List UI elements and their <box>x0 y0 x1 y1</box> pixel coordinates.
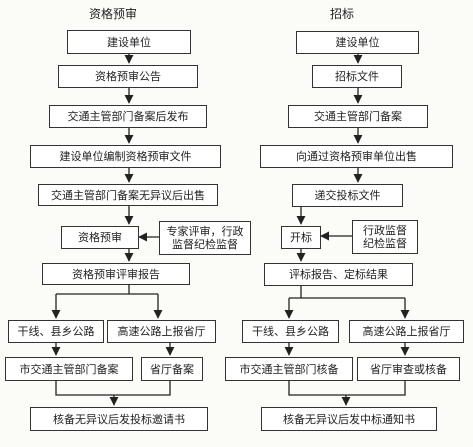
left-node-prequalification: 资格预审 <box>61 226 139 249</box>
left-merge-9-10 <box>55 381 171 400</box>
right-node-traffic-filing: 交通主管部门备案 <box>288 105 428 128</box>
left-node-prequal-notice: 资格预审公告 <box>58 65 198 88</box>
left-node-sell-docs: 交通主管部门备案无异议后出售 <box>38 184 218 206</box>
left-node-city-filing: 市交通主管部门备案 <box>5 357 133 381</box>
right-node-city-check: 市交通主管部门核备 <box>225 357 353 381</box>
right-node-award-notice: 核备无异议后发中标通知书 <box>261 407 437 431</box>
right-node-bid-opening: 开标 <box>281 226 321 249</box>
left-node-invitation: 核备无异议后发投标邀请书 <box>30 407 208 431</box>
right-node-eval-report: 评标报告、定标结果 <box>264 263 413 286</box>
left-node-expressway-report: 高速公路上报省厅 <box>107 320 216 343</box>
right-node-construction-unit: 建设单位 <box>296 31 419 54</box>
right-node-expressway-report: 高速公路上报省厅 <box>349 320 464 343</box>
right-node-submit-bids: 递交投标文件 <box>292 184 403 207</box>
left-node-trunk-county-road: 干线、县乡公路 <box>8 320 104 343</box>
right-split-7-8 <box>288 286 406 317</box>
right-merge-9-10 <box>288 381 406 400</box>
right-node-province-review: 省厅审查或核备 <box>357 357 460 381</box>
left-node-filed-published: 交通主管部门备案后发布 <box>49 105 207 128</box>
left-node-expert-review: 专家评审，行政 监督纪检监督 <box>159 221 251 255</box>
left-node-construction-unit: 建设单位 <box>67 30 191 54</box>
right-node-supervision: 行政监督 纪检监督 <box>352 220 418 254</box>
left-column-title: 资格预审 <box>89 7 138 21</box>
right-node-trunk-county-road: 干线、县乡公路 <box>242 320 339 343</box>
left-node-review-report: 资格预审评审报告 <box>42 263 190 285</box>
right-node-sell-to-qualified: 向通过资格预审单位出售 <box>260 145 453 168</box>
right-node-bid-docs: 招标文件 <box>312 65 402 88</box>
left-split-7-8 <box>55 285 159 317</box>
right-column-title: 招标 <box>330 7 355 21</box>
left-node-province-filing: 省厅备案 <box>141 357 203 381</box>
left-node-prepare-docs: 建设单位编制资格预审文件 <box>30 145 221 168</box>
